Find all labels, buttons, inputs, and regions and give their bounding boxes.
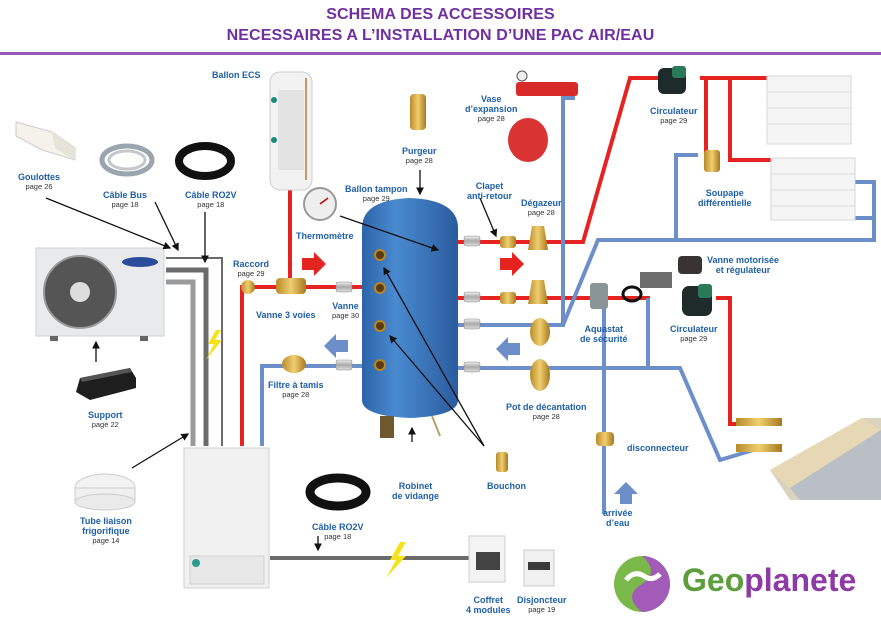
coffret-image <box>468 535 506 583</box>
purgeur-image <box>410 94 426 130</box>
pot-decantation-image <box>530 318 550 346</box>
label-thermometre: Thermomètre <box>296 231 354 241</box>
degazeur-image <box>528 226 548 250</box>
ballon-tampon-tank <box>362 198 458 438</box>
hot-flow-arrow-icon-2 <box>500 252 524 276</box>
page-title-line1: SCHEMA DES ACCESSOIRES <box>326 6 555 23</box>
page-title-line2: NECESSAIRES A L’INSTALLATION D’UNE PAC A… <box>226 27 655 44</box>
label-disconnecteur: disconnecteur <box>627 443 689 453</box>
logo-text-planete: planete <box>744 562 857 598</box>
logo-globe-icon <box>614 556 670 612</box>
thermometre-image <box>303 187 337 221</box>
hot-flow-arrow-icon-1 <box>302 252 326 276</box>
cable-ro2v-coil-bottom <box>305 473 371 511</box>
cold-flow-arrow-icon-1 <box>324 334 348 358</box>
brass-fittings <box>241 94 720 472</box>
indoor-unit <box>183 447 270 589</box>
radiator-top <box>766 75 852 145</box>
bouchon-image <box>496 452 508 472</box>
soupape-image <box>704 150 720 172</box>
cable-bus-line <box>166 257 223 446</box>
label-bouchon: Bouchon <box>487 481 526 491</box>
plancher-chauffant-image <box>736 418 881 500</box>
refrigerant-tube-line <box>166 279 196 446</box>
electric-bolt-icon-1 <box>206 330 222 360</box>
disjoncteur-image <box>523 549 555 587</box>
circulateur-top-image <box>658 66 686 94</box>
pointer-arrows <box>45 170 498 552</box>
filtre-image <box>282 355 306 373</box>
geoplanete-logo: Geoplanete <box>612 552 874 616</box>
vanne-motorisee-image <box>621 256 702 303</box>
aquastat-image <box>590 283 608 309</box>
cold-flow-arrow-icon-2 <box>496 337 520 361</box>
clapet-image <box>500 236 516 248</box>
tank-valves <box>335 235 481 373</box>
vase-expansion-image <box>508 70 578 162</box>
label-ballon-ecs: Ballon ECS <box>212 70 261 80</box>
ballon-ecs <box>269 71 313 191</box>
cable-ro2v-line <box>166 267 209 446</box>
label-vanne-3-voies: Vanne 3 voies <box>256 310 316 320</box>
goulotte-image <box>15 121 76 161</box>
cable-bus-coil <box>99 143 155 177</box>
logo-text-geo: Geo <box>682 562 745 598</box>
outdoor-unit <box>35 247 165 341</box>
cable-ro2v-coil-top <box>175 142 235 180</box>
electric-bolt-icon-2 <box>386 542 406 578</box>
vanne-3-voies-image <box>276 278 306 294</box>
radiator-bottom <box>770 157 856 221</box>
circulateur-bottom-image <box>682 284 712 316</box>
disconnecteur-image <box>596 432 614 446</box>
refrigerant-lines <box>166 257 223 446</box>
water-inlet-arrow-icon <box>614 482 638 504</box>
support-image <box>76 368 136 400</box>
raccord-image <box>241 280 255 294</box>
tube-liaison-coil <box>74 473 136 511</box>
title-divider <box>0 52 881 55</box>
flow-arrows <box>302 252 638 504</box>
